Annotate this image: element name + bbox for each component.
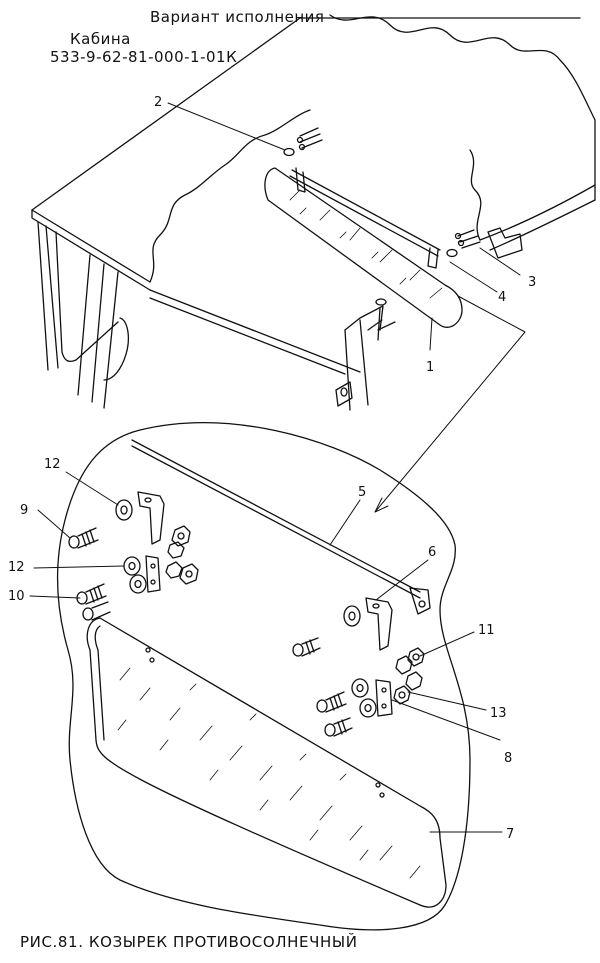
right-bracket-assembly	[292, 597, 425, 737]
callout-9: 9	[20, 503, 28, 518]
cabin-code: 533-9-62-81-000-1-01К	[50, 48, 238, 66]
left-bracket-assembly	[115, 491, 199, 594]
variant-label: Вариант исполнения	[150, 8, 325, 26]
callout-6: 6	[428, 545, 436, 560]
figure-caption: РИС.81. КОЗЫРЕК ПРОТИВОСОЛНЕЧНЫЙ	[20, 933, 358, 951]
callout-4: 4	[498, 290, 506, 305]
callout-11: 11	[478, 623, 495, 638]
rod	[131, 439, 431, 615]
callout-2: 2	[154, 95, 162, 110]
callout-8: 8	[504, 751, 512, 766]
visor-upper	[264, 167, 463, 328]
left-screws	[68, 527, 111, 621]
callout-12-bottom: 12	[8, 560, 25, 575]
callout-1: 1	[426, 360, 434, 375]
upper-leaders	[167, 102, 526, 513]
callout-5: 5	[358, 485, 366, 500]
cabin-label: Кабина	[70, 30, 131, 48]
detail-blob	[56, 422, 471, 931]
upper-fasteners	[283, 127, 481, 258]
callout-12-top: 12	[44, 457, 61, 472]
callout-10: 10	[8, 589, 25, 604]
callouts: 2 3 4 1 12 5 9 6 12 10 11 13 8 7	[8, 95, 536, 842]
visor-lower	[86, 617, 447, 908]
callout-7: 7	[506, 827, 514, 842]
callout-13: 13	[490, 706, 507, 721]
cabin-roof	[31, 14, 596, 411]
callout-3: 3	[528, 275, 536, 290]
lower-leaders	[29, 471, 503, 833]
